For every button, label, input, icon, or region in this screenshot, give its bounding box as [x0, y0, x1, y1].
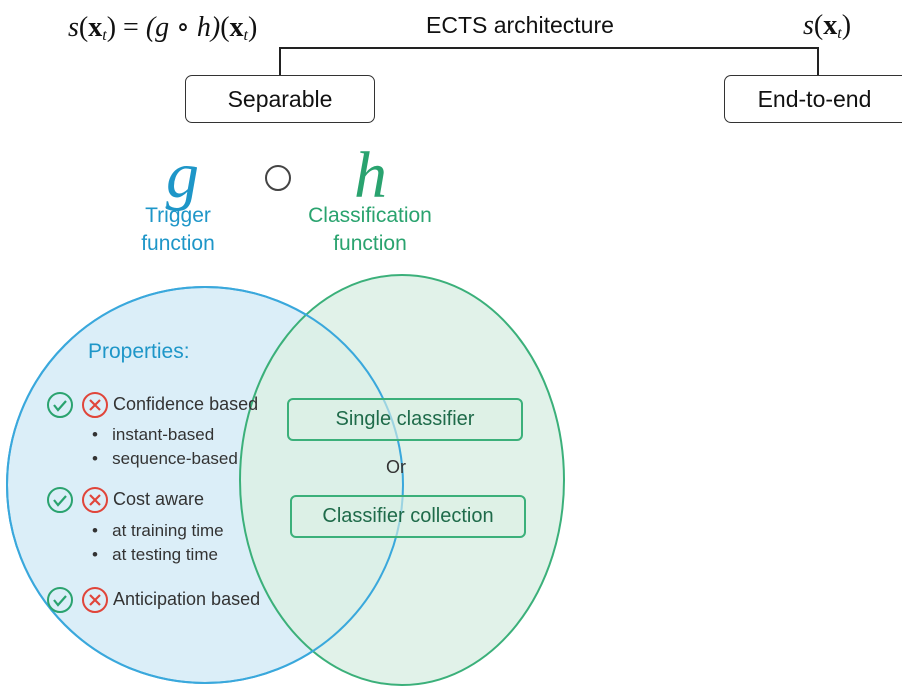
composition-formula: s(xt) = (g ∘ h)(xt)	[68, 12, 258, 44]
end-to-end-box: End-to-end	[724, 75, 902, 123]
property-label: Cost aware	[113, 489, 205, 509]
property-label: Anticipation based	[113, 589, 261, 609]
property-bullet: • at training time	[92, 521, 224, 540]
classifier-collection-box: Classifier collection	[290, 495, 526, 538]
end-to-end-formula: s(xt)	[803, 10, 852, 42]
single-classifier-box: Single classifier	[287, 398, 523, 441]
classification-function-label: Classification function	[308, 204, 432, 255]
separable-box: Separable	[185, 75, 375, 123]
diagram-title: ECTS architecture	[426, 12, 614, 38]
tree-connector	[279, 47, 819, 75]
property-bullet: • sequence-based	[92, 449, 238, 468]
property-bullet: • instant-based	[92, 425, 215, 444]
h-symbol: h	[354, 139, 387, 212]
property-bullet: • at testing time	[92, 545, 218, 564]
g-symbol: g	[166, 139, 199, 212]
or-label: Or	[386, 457, 406, 477]
properties-heading: Properties:	[88, 340, 190, 363]
compose-circle-icon	[265, 165, 291, 191]
property-label: Confidence based	[113, 394, 259, 414]
trigger-function-label: Trigger function	[141, 204, 215, 255]
